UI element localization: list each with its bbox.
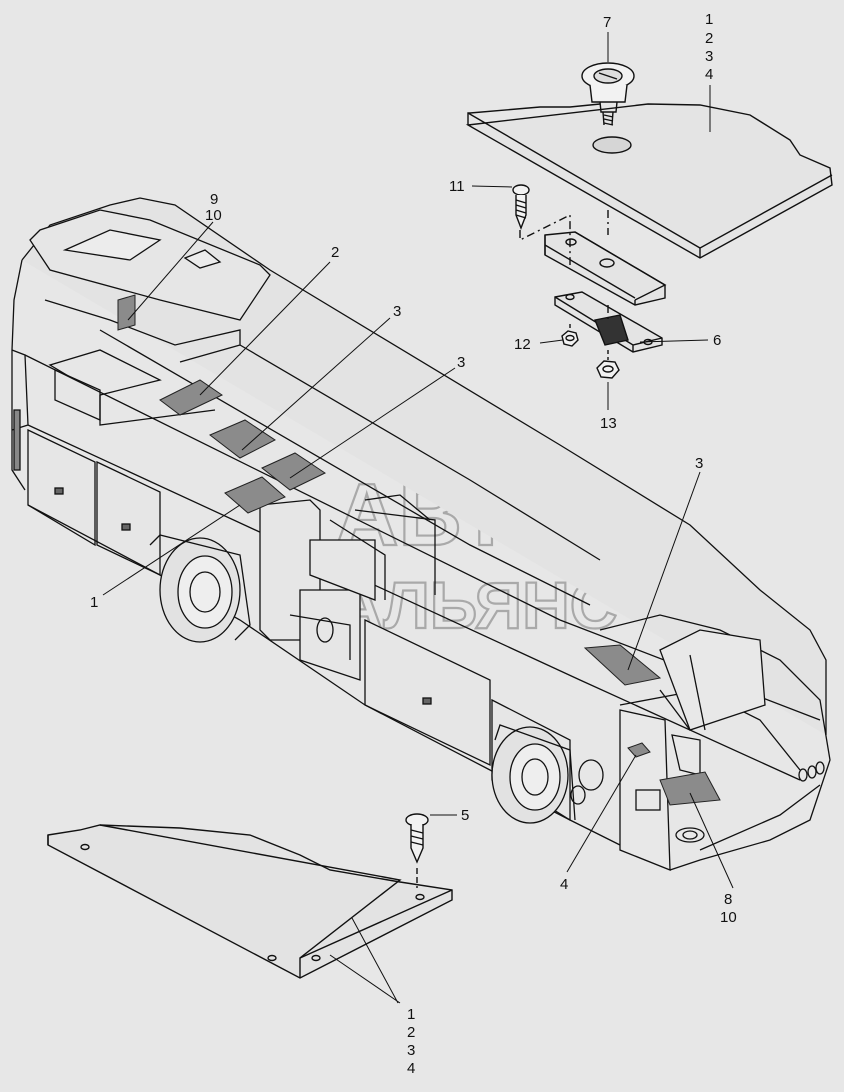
label-patch-3b (261, 452, 327, 491)
bus-illustration (11, 197, 831, 871)
label-patch-3c (583, 644, 662, 686)
callout-10-top: 10 (205, 207, 222, 224)
callout-numbers: 1 2 3 4 7 11 12 6 13 9 10 2 3 3 3 1 4 5 … (90, 11, 737, 1077)
label-patches (117, 294, 721, 806)
callout-6: 6 (713, 332, 721, 349)
callout-bottom-4: 4 (407, 1060, 415, 1077)
callout-4: 4 (560, 876, 568, 893)
callout-3b: 3 (457, 354, 465, 371)
callout-top-right-2: 2 (705, 30, 713, 47)
callout-8: 8 (724, 891, 732, 908)
callout-13: 13 (600, 415, 617, 432)
callout-1: 1 (90, 594, 98, 611)
leader-lines (102, 32, 734, 1004)
label-patch-9-10 (117, 294, 136, 331)
callout-2: 2 (331, 244, 339, 261)
callout-12: 12 (514, 336, 531, 353)
callout-11: 11 (449, 178, 465, 195)
callout-bottom-3: 3 (407, 1042, 415, 1059)
callout-5: 5 (461, 807, 469, 824)
callout-7: 7 (603, 14, 611, 31)
callout-top-right-3: 3 (705, 48, 713, 65)
label-patch-8-10 (659, 771, 721, 806)
callout-3c: 3 (695, 455, 703, 472)
callout-bottom-2: 2 (407, 1024, 415, 1041)
label-patch-1 (224, 476, 286, 514)
callout-top-right-1: 1 (705, 11, 713, 28)
bottom-panel-detail (47, 813, 453, 979)
label-patch-4 (627, 742, 651, 758)
callout-bottom-1: 1 (407, 1006, 415, 1023)
top-panel-detail (465, 62, 833, 379)
callout-top-right-4: 4 (705, 66, 713, 83)
callout-3a: 3 (393, 303, 401, 320)
callout-9: 9 (210, 191, 218, 208)
label-patch-3a (209, 419, 276, 459)
callout-10-bottom: 10 (720, 909, 737, 926)
